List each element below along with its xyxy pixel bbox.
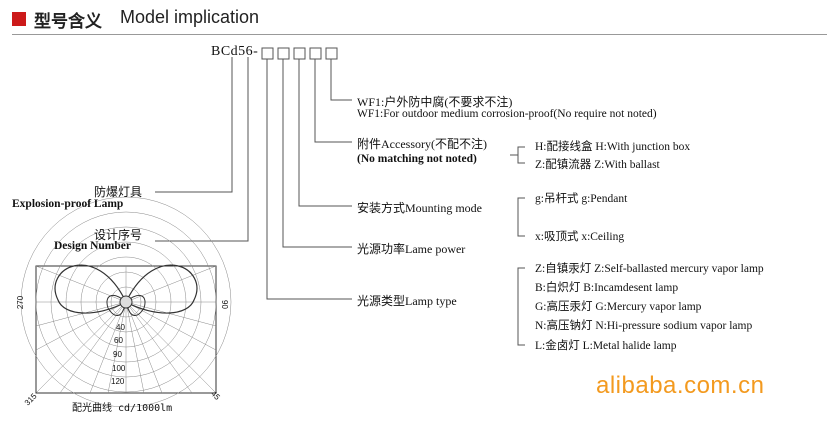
header-marker: [12, 12, 26, 26]
label-explosion-zh: 防爆灯具: [94, 185, 143, 199]
leader-wf1: [330, 59, 352, 101]
label-lamp-z: Z:自镇汞灯 Z:Self-ballasted mercury vapor la…: [535, 263, 764, 275]
code-box-4: [309, 47, 322, 60]
code-box-2: [277, 47, 290, 60]
code-box-3: [293, 47, 306, 60]
header-title-en: Model implication: [120, 7, 260, 27]
header-divider: [12, 34, 827, 35]
polar-radial-100: 100: [112, 364, 126, 373]
label-lamp-n: N:高压钠灯 N:Hi-pressure sodium vapor lamp: [535, 320, 753, 332]
polar-chart: [20, 196, 232, 408]
label-accessory-en: (No matching not noted): [357, 153, 477, 165]
label-accessory-zh: 附件Accessory(不配不注): [357, 137, 487, 151]
label-wf1-zh: WF1:户外防中腐(不要求不注): [357, 95, 513, 109]
label-design-zh: 设计序号: [94, 228, 143, 242]
bracket-mounting: [517, 197, 525, 237]
polar-radial-60: 60: [114, 336, 123, 345]
bracket-lamp: [517, 267, 525, 346]
polar-radial-90: 90: [113, 350, 122, 359]
label-acc-z: Z:配镇流器 Z:With ballast: [535, 159, 660, 171]
label-acc-h: H:配接线盒 H:With junction box: [535, 141, 691, 153]
polar-caption: 配光曲线 cd/1000lm: [72, 403, 173, 414]
polar-radial-40: 40: [116, 323, 125, 332]
label-lamp-g: G:高压汞灯 G:Mercury vapor lamp: [535, 301, 702, 313]
label-design-en: Design Number: [54, 240, 131, 252]
label-mount-x: x:吸顶式 x:Ceiling: [535, 231, 625, 243]
polar-angle-90: 90: [219, 300, 229, 309]
watermark: alibaba.com.cn: [596, 372, 765, 399]
leader-explosion: [155, 57, 233, 193]
leader-power: [282, 59, 352, 248]
code-box-5: [325, 47, 338, 60]
bracket-accessory: [517, 146, 525, 164]
label-wf1-en: WF1:For outdoor medium corrosion-proof(N…: [357, 108, 657, 120]
leader-accessory: [314, 59, 352, 143]
model-code: BCd56-: [211, 44, 259, 59]
label-lamp-type: 光源类型Lamp type: [357, 294, 457, 308]
header-title-zh: 型号含义: [34, 12, 102, 32]
label-lamp-l: L:金卤灯 L:Metal halide lamp: [535, 340, 677, 352]
label-lamp-b: B:白炽灯 B:Incamdesent lamp: [535, 282, 679, 294]
leader-mounting: [298, 59, 352, 207]
polar-angle-270: 270: [16, 295, 26, 310]
polar-radial-120: 120: [111, 377, 125, 386]
label-explosion-en: Explosion-proof Lamp: [12, 198, 124, 210]
leader-lamp-type: [266, 59, 352, 300]
label-mounting: 安装方式Mounting mode: [357, 201, 482, 215]
label-lame-power: 光源功率Lame power: [357, 242, 466, 256]
code-box-1: [261, 47, 274, 60]
leader-design: [155, 57, 249, 242]
label-mount-g: g:吊杆式 g:Pendant: [535, 193, 628, 205]
